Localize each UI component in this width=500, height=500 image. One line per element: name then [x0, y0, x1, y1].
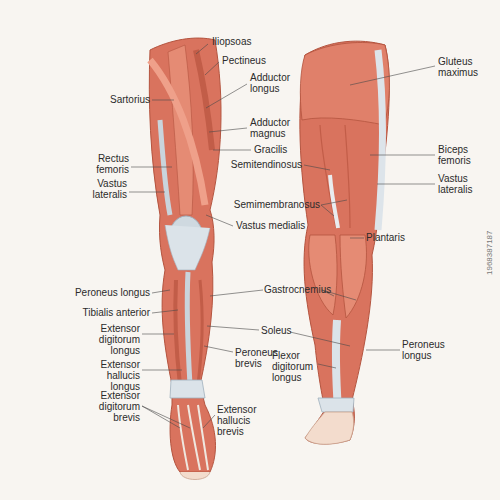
- muscle-label: Rectus femoris: [79, 153, 129, 175]
- muscle-label: Iliopsoas: [212, 36, 251, 47]
- muscle-label: Extensor digitorum longus: [70, 323, 140, 356]
- muscle-label: Plantaris: [366, 232, 405, 243]
- muscle-label: Extensor hallucis longus: [78, 359, 140, 392]
- muscle-label: Flexor digitorum longus: [272, 350, 322, 383]
- muscle-label: Gluteus maximus: [438, 56, 493, 78]
- muscle-label: Peroneus longus: [402, 339, 452, 361]
- front-leg: [149, 38, 221, 479]
- muscle-label: Vastus medialis: [236, 220, 305, 231]
- muscle-label: Peroneus longus: [75, 287, 150, 298]
- muscle-label: Gastrocnemius: [264, 284, 331, 295]
- muscle-label: Vastus lateralis: [77, 178, 127, 200]
- muscle-label: Adductor longus: [250, 72, 305, 94]
- muscle-label: Tibialis anterior: [83, 307, 150, 318]
- muscle-label: Adductor magnus: [250, 117, 305, 139]
- watermark: 1968387187: [484, 231, 495, 276]
- muscle-label: Sartorius: [110, 94, 150, 105]
- muscle-label: Vastus lateralis: [438, 173, 488, 195]
- muscle-label: Extensor digitorum brevis: [78, 390, 140, 423]
- muscle-label: Soleus: [261, 325, 292, 336]
- muscle-label: Semimembranosus: [234, 199, 320, 210]
- muscle-label: Pectineus: [222, 55, 266, 66]
- muscle-label: Semitendinosus: [231, 159, 302, 170]
- leader-lines: [129, 44, 435, 428]
- muscle-label: Extensor hallucis brevis: [217, 404, 277, 437]
- muscle-label: Gracilis: [254, 144, 287, 155]
- muscle-label: Biceps femoris: [438, 144, 488, 166]
